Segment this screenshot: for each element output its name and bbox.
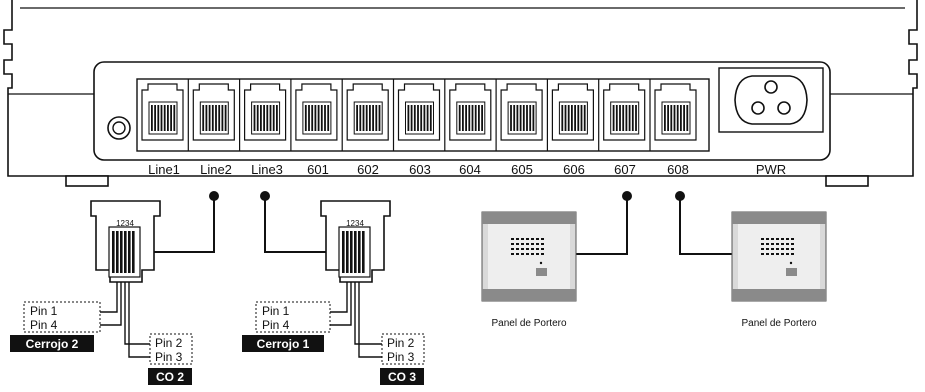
port-label-607: 607 [614, 162, 636, 177]
wire-line2 [146, 196, 215, 253]
rj-connector-right: 1234 [320, 200, 391, 358]
wire-607 [576, 196, 628, 255]
panel-label-2: Panel de Portero [741, 318, 816, 329]
pin-label: Pin 3 [155, 350, 183, 364]
port-label-604: 604 [459, 162, 481, 177]
rj-connector-left: 1234 [90, 200, 161, 358]
wire-608 [679, 196, 732, 255]
panel-label-1: Panel de Portero [491, 318, 566, 329]
port-labels: Line1 Line2 Line3 601 602 603 604 605 60… [148, 162, 786, 177]
port-label-line2: Line2 [200, 162, 232, 177]
port-label-pwr: PWR [756, 162, 786, 177]
co-2-pins: Pin 2 Pin 3 CO 2 [148, 333, 193, 385]
door-panel-1: Panel de Portero [481, 211, 577, 329]
rj-port-601 [290, 79, 338, 151]
co-3-label: CO 3 [388, 370, 416, 384]
pin-label: Pin 4 [262, 318, 290, 332]
wires [146, 196, 732, 255]
pin-numbers-right: 1234 [346, 219, 364, 228]
door-panel-2: Panel de Portero [731, 211, 827, 329]
port-label-605: 605 [511, 162, 533, 177]
power-socket [718, 67, 824, 133]
rj-port-604 [444, 79, 492, 151]
pin-label: Pin 4 [30, 318, 58, 332]
co-2-label: CO 2 [156, 370, 184, 384]
pin-label: Pin 1 [30, 304, 58, 318]
pin-label: Pin 3 [387, 350, 415, 364]
wire-line3 [264, 196, 336, 253]
port-label-line3: Line3 [251, 162, 283, 177]
rj-port-line1 [141, 83, 184, 141]
rj-port-606 [546, 79, 594, 151]
rj-port-line2 [187, 79, 235, 151]
device-enclosure [3, 0, 918, 187]
rj-port-605 [495, 79, 543, 151]
reset-button [107, 116, 131, 140]
lock-2-label: Cerrojo 2 [26, 337, 79, 351]
port-label-603: 603 [409, 162, 431, 177]
wire-dots [209, 191, 685, 201]
lock-1-label: Cerrojo 1 [257, 337, 310, 351]
pin-label: Pin 2 [155, 336, 183, 350]
pin-label: Pin 2 [387, 336, 415, 350]
lock-1-pins: Pin 1 Pin 4 Cerrojo 1 [242, 301, 331, 352]
port-label-602: 602 [357, 162, 379, 177]
co-3-pins: Pin 2 Pin 3 CO 3 [380, 333, 425, 385]
rj-port-602 [341, 79, 389, 151]
pin-label: Pin 1 [262, 304, 290, 318]
rj-port-603 [392, 79, 441, 151]
port-label-601: 601 [307, 162, 329, 177]
port-label-606: 606 [563, 162, 585, 177]
lock-2-pins: Pin 1 Pin 4 Cerrojo 2 [10, 301, 101, 352]
rj-port-line3 [239, 79, 287, 151]
rj-port-608 [649, 79, 697, 151]
port-label-608: 608 [667, 162, 689, 177]
rj-port-607 [598, 79, 646, 151]
pin-numbers-left: 1234 [116, 219, 134, 228]
port-label-line1: Line1 [148, 162, 180, 177]
rj-port-row [136, 78, 710, 152]
